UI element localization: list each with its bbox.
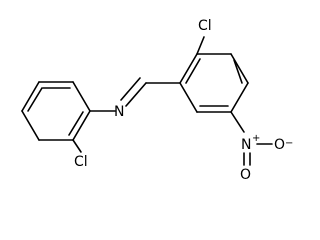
nitro-oxygen-right-charge: − (285, 138, 293, 149)
bond-ring1-c (72, 110, 91, 141)
nitro-oxygen-bottom-label: O (240, 167, 251, 183)
bond-imine-double (120, 77, 141, 101)
bond-ring1-cl (72, 139, 82, 153)
chlorine-top-label: Cl (198, 18, 212, 34)
chemical-structure-diagram: Cl Cl N N + O − O (21, 18, 293, 183)
molecule-canvas: Cl Cl N N + O − O (21, 18, 294, 183)
bond-ring2-f (179, 82, 198, 113)
bond-ring2-c (230, 53, 249, 84)
imine-nitrogen-label: N (114, 104, 124, 120)
nitro-oxygen-right-label: O (274, 137, 285, 153)
chlorine-bottom-label: Cl (74, 154, 88, 170)
nitro-nitrogen-label: N (241, 137, 251, 153)
left-benzene-ring (21, 81, 91, 141)
bond-ring2-double-1 (185, 58, 201, 84)
nitro-nitrogen-charge: + (252, 133, 260, 144)
bond-ring1-e (21, 110, 40, 141)
bond-imine-single (125, 82, 147, 107)
bond-ring2-nitro (230, 111, 245, 133)
right-benzene-ring (179, 53, 249, 113)
bond-ring2-a (179, 53, 198, 84)
bond-ring1-double-2 (68, 111, 84, 136)
bond-ring1-double-3 (27, 87, 43, 112)
bond-ring2-d (230, 82, 249, 113)
bond-ring1-f (21, 81, 40, 112)
bond-ring2-double-2 (233, 59, 243, 84)
bond-ring1-b (72, 81, 91, 112)
bond-ring2-cl (196, 36, 205, 55)
